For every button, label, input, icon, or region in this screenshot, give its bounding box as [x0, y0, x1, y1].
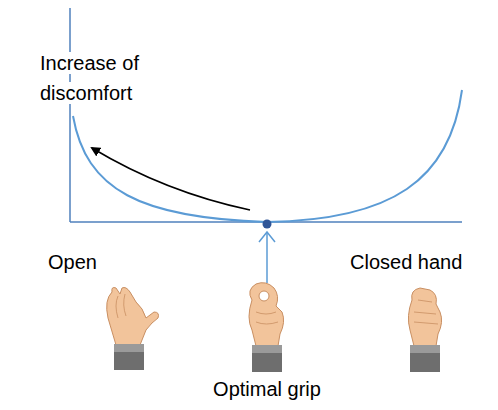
closed-hand-illustration [408, 288, 441, 372]
point-label: Optimal grip [213, 378, 321, 400]
y-axis [69, 8, 71, 222]
scale-label: Closed hand [350, 251, 462, 273]
axis-label: Increase of discomfort [40, 52, 139, 104]
optimum-dot [263, 220, 272, 229]
discomfort-arrow [92, 148, 250, 210]
optimum-pointer-head [259, 232, 275, 242]
scale-label-box: Closed hand [350, 247, 490, 277]
optimum-pointer [266, 232, 268, 283]
axis-label-box: Increase of discomfort [40, 48, 158, 108]
open-hand-illustration [107, 288, 159, 371]
point-label-box: Optimal grip [187, 374, 347, 404]
scale-label: Open [48, 251, 97, 273]
scale-label-box: Open [48, 247, 128, 277]
discomfort-curve [73, 90, 462, 222]
optimal-grip-hand-illustration [249, 283, 284, 372]
